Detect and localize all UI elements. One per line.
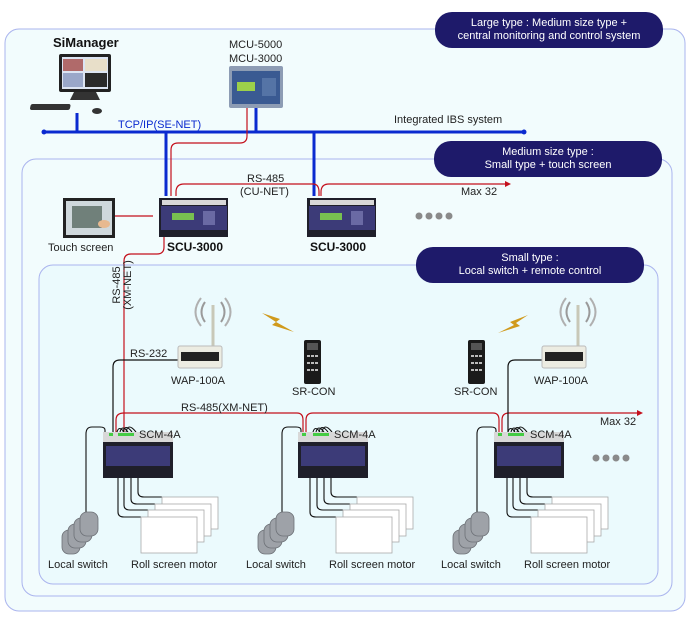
cunet-label-line1: RS-485 [247,173,285,185]
rs232-label: RS-232 [130,348,168,360]
cunet-label-line2: (CU-NET) [240,186,289,198]
scm-wiring [85,426,552,518]
local-switch-group-3-icon [452,511,490,555]
rs485-lines [111,108,637,432]
srcon-1-label: SR-CON [292,386,336,398]
bus-end-right [521,129,527,135]
local-switch-label-2: Local switch [246,559,306,571]
zone-medium-line2: Small type + touch screen [484,159,612,171]
roll-screen-group-2-icon [335,496,414,554]
more-scu-dots [415,212,453,220]
scu-2-label: SCU-3000 [310,240,367,254]
zone-medium-line1: Medium size type : [502,146,594,158]
touch-screen-device-icon [63,198,115,238]
local-switch-label-1: Local switch [48,559,108,571]
wireless-signal-1-icon [262,313,294,332]
roll-screen-label-3: Roll screen motor [524,559,611,571]
scm-device-3-icon [494,432,564,478]
sr-con-remote-2-icon [468,340,485,384]
cunet-max-label: Max 32 [461,186,498,198]
cunet-arrow [505,181,511,187]
scm-2-label: SCM-4A [334,429,376,441]
local-switch-group-1-icon [61,511,99,555]
sr-con-remote-1-icon [304,340,321,384]
local-switch-label-3: Local switch [441,559,501,571]
touch-screen-label: Touch screen [48,242,114,254]
roll-screen-label-2: Roll screen motor [329,559,416,571]
xmnet-arrow [637,410,643,416]
mcu-device-icon [229,66,283,108]
scm-3-label: SCM-4A [530,429,572,441]
scu-1-label: SCU-3000 [167,240,224,254]
wap-device-2-icon [541,297,597,369]
zone-large-title: Large type : Medium size type + central … [435,12,663,48]
roll-screen-group-3-icon [530,496,609,554]
tcpip-label: TCP/IP(SE-NET) [118,119,202,131]
scm-device-2-icon [298,432,368,478]
tcpip-bus [44,108,524,196]
zone-small-title: Small type : Local switch + remote contr… [416,247,644,283]
simanager-label: SiManager [53,35,119,50]
local-switch-group-2-icon [257,511,295,555]
wap-2-label: WAP-100A [534,375,589,387]
bus-end-left [41,129,47,135]
rs232-lines [112,359,542,432]
xmnet-max-label: Max 32 [600,416,637,428]
wap-1-label: WAP-100A [171,375,226,387]
simanager-computer-icon [29,54,111,114]
zone-small-line1: Small type : [501,252,559,264]
xmnet-vertical-label: RS-485 (XM-NET) [111,255,134,315]
zone-medium-title: Medium size type : Small type + touch sc… [434,141,662,177]
roll-screen-label-1: Roll screen motor [131,559,218,571]
zone-large-line1: Large type : Medium size type + [470,17,628,29]
scm-device-1-icon [103,432,173,478]
wap-device-1-icon [177,297,232,369]
roll-screen-group-1-icon [140,496,219,554]
scu-device-1-icon [159,198,228,237]
ibs-label: Integrated IBS system [394,114,503,126]
srcon-2-label: SR-CON [454,386,498,398]
more-scm-dots [592,454,630,462]
scu-device-2-icon [307,198,376,237]
zone-small-line2: Local switch + remote control [458,265,602,277]
xmnet-label: RS-485(XM-NET) [181,402,268,414]
scm-1-label: SCM-4A [139,429,181,441]
mcu-label-line2: MCU-3000 [229,53,283,65]
xmnet-vertical-line2: (XM-NET) [122,260,134,310]
zone-large-line2: central monitoring and control system [457,30,641,42]
wireless-signal-2-icon [498,315,528,333]
mcu-label-line1: MCU-5000 [229,39,283,51]
